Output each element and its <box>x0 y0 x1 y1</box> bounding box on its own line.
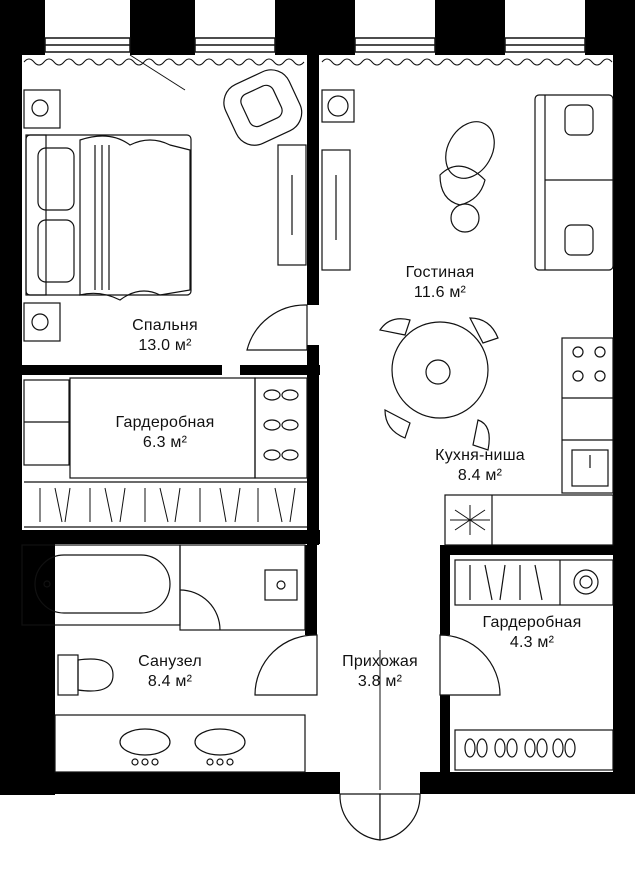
room-name: Санузел <box>138 653 202 670</box>
room-area: 4.3 м² <box>509 634 555 651</box>
fan-icon <box>450 505 490 535</box>
plant-living <box>321 89 355 123</box>
room-area: 8.4 м² <box>457 467 503 484</box>
room-name: Гардеробная <box>482 614 582 631</box>
armchair-bedroom <box>223 69 303 146</box>
room-name: Кухня-ниша <box>435 447 525 464</box>
wardrobe-1-furniture <box>23 377 308 528</box>
label-kitchen: Кухня-ниша 8.4 м² <box>400 446 560 486</box>
room-name: Спальня <box>132 317 198 334</box>
label-hallway: Прихожая 3.8 м² <box>310 652 450 692</box>
bathroom-vanity <box>54 714 306 773</box>
label-bedroom: Спальня 13.0 м² <box>100 316 230 356</box>
cabinet-living <box>321 149 351 271</box>
walls <box>0 0 635 795</box>
bedroom-door <box>246 304 308 351</box>
bed <box>25 134 192 301</box>
room-name: Гардеробная <box>115 414 215 431</box>
label-bathroom: Санузел 8.4 м² <box>100 652 240 692</box>
room-area: 8.4 м² <box>147 673 193 690</box>
label-wardrobe-2: Гардеробная 4.3 м² <box>452 613 612 653</box>
label-living: Гостиная 11.6 м² <box>370 263 510 303</box>
sofa <box>534 94 614 271</box>
shoe-rack <box>454 729 614 771</box>
room-name: Гостиная <box>405 264 475 281</box>
windows <box>44 37 586 53</box>
hangers-row <box>39 487 296 523</box>
wardrobe-2-furniture <box>454 559 614 606</box>
window-sash-line <box>129 54 186 91</box>
room-area: 13.0 м² <box>138 337 192 354</box>
nightstand-bottom <box>23 302 61 342</box>
room-area: 6.3 м² <box>142 434 188 451</box>
curtains <box>23 58 613 66</box>
dresser <box>277 144 307 266</box>
room-name: Прихожая <box>342 653 418 670</box>
lounge-chair <box>439 121 495 233</box>
label-wardrobe-1: Гардеробная 6.3 м² <box>85 413 245 453</box>
room-area: 11.6 м² <box>413 284 467 301</box>
toilet <box>57 654 114 696</box>
hallway-doors <box>254 634 501 841</box>
kitchen-counter <box>444 337 614 546</box>
shower <box>179 544 306 631</box>
room-area: 3.8 м² <box>357 673 403 690</box>
dining-table <box>379 317 499 451</box>
nightstand-top <box>23 89 61 129</box>
